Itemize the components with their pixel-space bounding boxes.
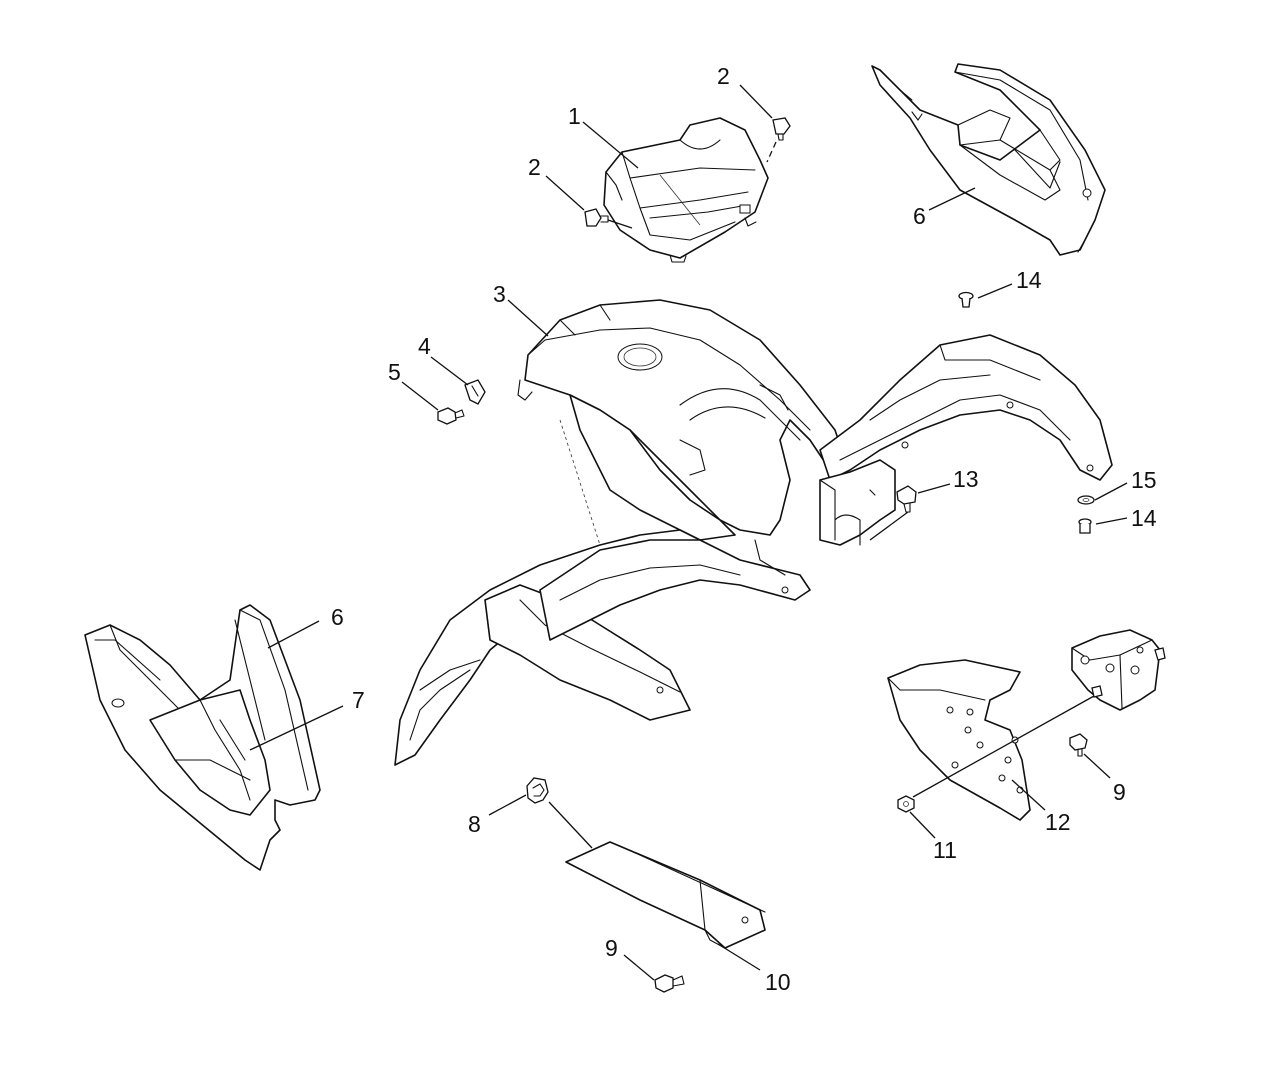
push-pin-fastener-left (584, 208, 633, 229)
clip-8 (526, 777, 549, 804)
callout-11: 11 (933, 837, 957, 863)
leader-lines (249, 84, 1128, 981)
callout-14-upper: 14 (1016, 267, 1042, 293)
callout-3: 3 (493, 281, 506, 307)
callout-12: 12 (1045, 809, 1071, 835)
callout-4: 4 (418, 333, 431, 359)
plate-12-part (887, 659, 1031, 821)
headlight-pod-part (603, 117, 769, 263)
screw-upper (958, 291, 974, 308)
callout-14-lower: 14 (1131, 505, 1157, 531)
bolt-lower-14 (1078, 518, 1092, 534)
washer-15 (1077, 495, 1095, 505)
callout-7: 7 (352, 687, 365, 713)
callout-6-upper: 6 (913, 203, 926, 229)
push-pin-fastener-upper (766, 117, 791, 163)
callout-13: 13 (953, 466, 979, 492)
bracket-10-part (565, 841, 766, 949)
callout-9-lower: 9 (605, 935, 618, 961)
callout-15: 15 (1131, 467, 1157, 493)
bolt-fastener (437, 407, 465, 425)
screw-9-right (1069, 733, 1088, 757)
clip-fastener (464, 379, 486, 405)
callout-2-left: 2 (528, 154, 541, 180)
nut-11 (897, 795, 915, 813)
side-panel-right-part (871, 63, 1106, 256)
inner-panel-part (149, 689, 271, 816)
push-rivet-13 (869, 485, 917, 541)
screw-9-lower (654, 974, 685, 993)
regulator-module-part (912, 629, 1166, 798)
callout-labels: 1 2 2 3 4 5 6 6 7 8 9 9 10 11 12 13 14 1… (331, 63, 1157, 995)
callout-9-right: 9 (1113, 779, 1126, 805)
callout-2-upper: 2 (717, 63, 730, 89)
front-cab-fender-part (394, 299, 1113, 766)
callout-5: 5 (388, 359, 401, 385)
callout-6-lower: 6 (331, 604, 344, 630)
callout-10: 10 (765, 969, 791, 995)
callout-8: 8 (468, 811, 481, 837)
callout-1: 1 (568, 103, 581, 129)
